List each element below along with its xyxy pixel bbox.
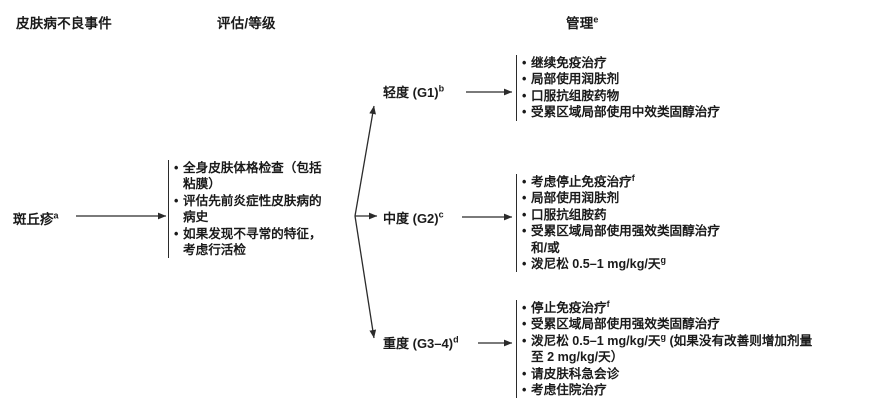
node-maculopapular-rash: 斑丘疹a (13, 208, 59, 228)
grade-label-mild-g1: 轻度 (G1)b (383, 82, 444, 101)
management-item: 受累区域局部使用强效类固醇治疗 (522, 316, 874, 333)
column-header-management-text: 管理 (566, 16, 594, 31)
management-item: 请皮肤科急会诊 (522, 366, 874, 383)
management-item: 局部使用润肤剂 (522, 190, 866, 207)
management-item: 口服抗组胺药 (522, 207, 866, 224)
management-item: 停止免疫治疗f (522, 298, 874, 317)
management-item: 受累区域局部使用强效类固醇治疗 (522, 223, 866, 240)
management-item: 继续免疫治疗 (522, 55, 866, 72)
grade-label-moderate-g2-text: 中度 (G2) (383, 211, 439, 226)
management-item: 口服抗组胺药物 (522, 88, 866, 105)
management-item-text: 考虑停止免疫治疗 (531, 175, 632, 189)
grade-label-moderate-g2: 中度 (G2)c (383, 208, 444, 227)
assessment-item-continued: 粘膜） (183, 177, 221, 192)
grade-label-severe-g3-4: 重度 (G3–4)d (383, 333, 459, 352)
management-item: 受累区域局部使用中效类固醇治疗 (522, 104, 866, 121)
grade-label-mild-g1-superscript: b (438, 83, 445, 94)
column-header-adverse-events: 皮肤病不良事件 (16, 16, 112, 31)
management-item: 泼尼松 0.5–1 mg/kg/天g (522, 254, 866, 273)
assessment-box: 全身皮肤体格检查（包括 粘膜） 评估先前炎症性皮肤病的 病史 如果发现不寻常的特… (168, 160, 353, 259)
assessment-item: 如果发现不寻常的特征， (174, 226, 353, 243)
management-item: 考虑住院治疗 (522, 382, 874, 399)
management-box-mild: 继续免疫治疗 局部使用润肤剂 口服抗组胺药物 受累区域局部使用中效类固醇治疗 (516, 55, 866, 121)
management-item-superscript: g (660, 331, 666, 342)
management-item-text: 泼尼松 0.5–1 mg/kg/天 (531, 257, 661, 272)
management-item-superscript: f (631, 172, 635, 183)
grade-label-moderate-g2-superscript: c (438, 209, 444, 220)
node-maculopapular-rash-text: 斑丘疹 (13, 212, 54, 227)
management-box-moderate: 考虑停止免疫治疗f 局部使用润肤剂 口服抗组胺药 受累区域局部使用强效类固醇治疗… (516, 172, 866, 273)
assessment-item: 全身皮肤体格检查（包括 (174, 160, 353, 177)
arrow-hub-to-mild (354, 105, 376, 217)
management-item-continued: 和/或 (531, 240, 560, 255)
column-header-assessment-grade: 评估/等级 (217, 16, 276, 31)
management-item-text: 泼尼松 0.5–1 mg/kg/天 (531, 333, 661, 348)
column-header-management: 管理e (566, 12, 599, 32)
grade-label-severe-g3-4-superscript: d (453, 334, 459, 345)
management-item-note: (如果没有改善则增加剂量 (669, 333, 813, 348)
management-item: 局部使用润肤剂 (522, 71, 866, 88)
grade-label-severe-g3-4-text: 重度 (G3–4) (383, 336, 454, 351)
management-item-superscript: f (606, 298, 610, 309)
grade-label-mild-g1-text: 轻度 (G1) (383, 85, 439, 100)
management-box-severe: 停止免疫治疗f 受累区域局部使用强效类固醇治疗 泼尼松 0.5–1 mg/kg/… (516, 298, 874, 399)
management-item-superscript: g (660, 254, 666, 265)
assessment-item-continued: 病史 (183, 210, 209, 225)
column-header-management-superscript: e (593, 14, 599, 25)
management-item: 泼尼松 0.5–1 mg/kg/天g (如果没有改善则增加剂量 (522, 331, 874, 350)
management-item-text: 停止免疫治疗 (531, 301, 607, 315)
arrow-hub-to-severe (354, 215, 377, 339)
assessment-item: 评估先前炎症性皮肤病的 (174, 193, 353, 210)
management-item: 考虑停止免疫治疗f (522, 172, 866, 191)
node-maculopapular-rash-superscript: a (53, 210, 59, 221)
management-item-continued: 至 2 mg/kg/天） (531, 350, 624, 365)
assessment-item-continued: 考虑行活检 (183, 243, 246, 258)
